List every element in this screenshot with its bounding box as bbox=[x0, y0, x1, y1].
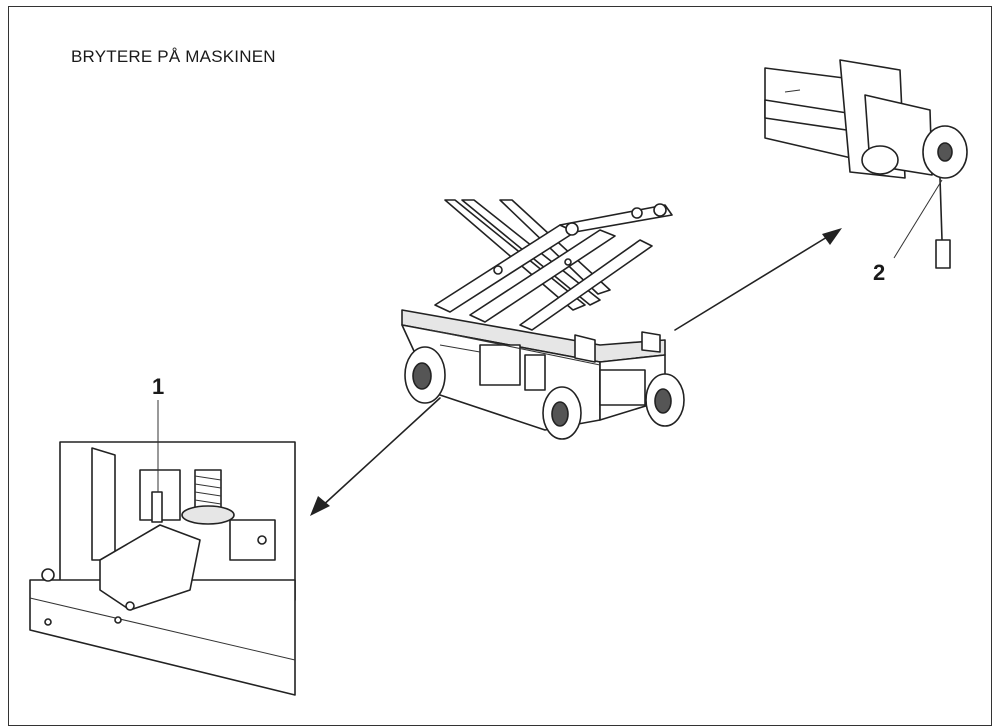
arrow-to-detail-1 bbox=[310, 397, 441, 516]
detail-1-switch bbox=[29, 400, 296, 696]
callout-label-1: 1 bbox=[152, 374, 165, 399]
figure-title: BRYTERE PÅ MASKINEN bbox=[71, 47, 276, 66]
scissor-lift-machine bbox=[401, 199, 685, 440]
detail-2-switch bbox=[764, 59, 968, 269]
scissor-arms bbox=[434, 199, 673, 331]
wheels bbox=[404, 346, 685, 440]
spring bbox=[181, 469, 235, 525]
callout-label-2: 2 bbox=[873, 260, 886, 285]
arrow-to-detail-2 bbox=[674, 228, 842, 331]
